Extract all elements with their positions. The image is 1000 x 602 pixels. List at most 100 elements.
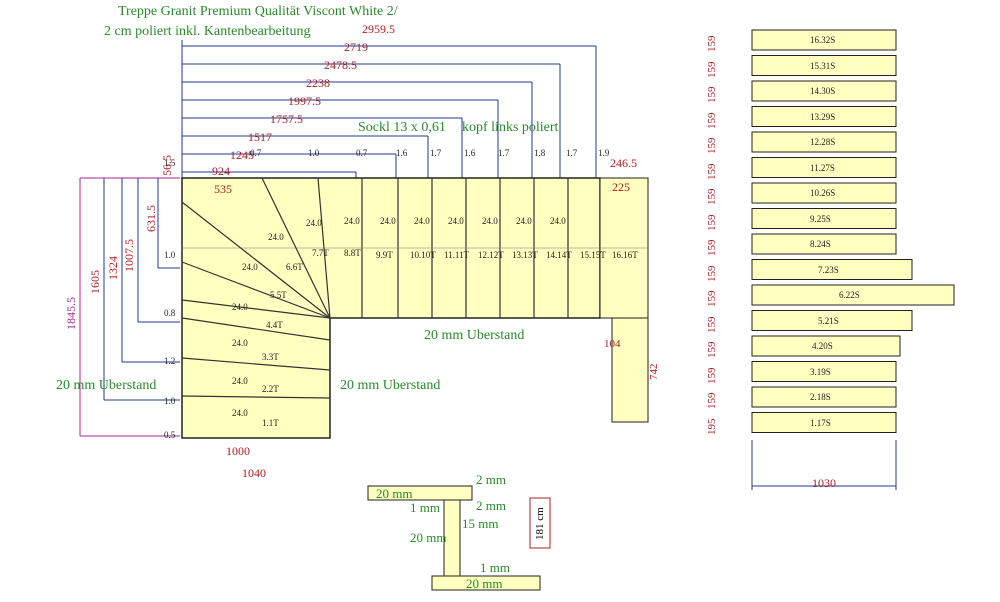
riser-label: 1.17S: [810, 417, 831, 428]
profile-web-width: 20 mm: [410, 530, 447, 545]
landing-stringer: [611, 317, 649, 423]
tread-label: 9.9T: [376, 250, 393, 260]
profile-total-height: 181 cm: [534, 507, 546, 540]
riser-block: [751, 131, 897, 153]
riser-height: 159: [706, 86, 718, 104]
riser-block: [751, 29, 897, 51]
riser-label: 8.24S: [810, 239, 831, 249]
top-dim-label: 2959.5: [362, 22, 395, 36]
riser-height: 159: [706, 392, 718, 410]
top-small-label: 1.8: [534, 148, 546, 158]
riser-label: 13.29S: [810, 111, 836, 122]
bottom-dim-1: 1000: [226, 444, 250, 458]
riser-label: 16.32S: [810, 35, 836, 45]
riser-height: 159: [706, 61, 718, 78]
riser-block: [751, 233, 897, 255]
sockel-note: Sockl 13 x 0,61: [358, 120, 446, 135]
top-dim-label: 1517: [248, 130, 272, 144]
left-dim-label: 1007.5: [122, 239, 136, 272]
step-label: 24.0: [232, 408, 248, 418]
riser-label: 2.18S: [810, 392, 831, 402]
left-small-label: 0.8: [164, 308, 176, 318]
tread-label: 16.16T: [612, 250, 638, 260]
profile-sketch: [367, 485, 541, 591]
riser-block: [751, 335, 901, 357]
kopf-note: kopf links poliert: [462, 120, 559, 135]
step-label: 24.0: [414, 216, 430, 226]
riser-block: [751, 259, 913, 280]
profile-bottom-width: 20 mm: [466, 576, 503, 591]
tread-label: 6.6T: [286, 262, 303, 272]
left-small-label: 1.0: [164, 396, 176, 406]
tread-label: 13.13T: [512, 250, 538, 260]
left-small-label: 1.0: [164, 250, 176, 260]
top-dim-label: 1757.5: [270, 112, 303, 126]
riser-label: 5.21S: [818, 315, 839, 326]
riser-blocks: [751, 29, 955, 433]
riser-height: 159: [706, 265, 718, 282]
riser-block: [751, 208, 897, 229]
profile-mid-gap: 1 mm: [410, 500, 440, 515]
right-dim-1: 246.5: [610, 156, 637, 170]
profile-mid-thickness: 2 mm: [476, 498, 506, 513]
riser-label: 12.28S: [810, 137, 836, 147]
step-label: 24.0: [448, 216, 464, 226]
riser-height: 159: [706, 112, 718, 129]
riser-label: 3.19S: [810, 366, 831, 377]
riser-label: 4.20S: [812, 341, 833, 351]
profile-height-box: [529, 497, 551, 549]
tread-lines: [181, 177, 648, 399]
riser-block: [751, 386, 897, 408]
right-dim-2: 225: [612, 180, 630, 194]
overhang-mid: 20 mm Uberstand: [340, 378, 441, 393]
left-dim-label: 631.5: [144, 205, 158, 232]
riser-height: 159: [706, 316, 718, 333]
tread-label: 2.2T: [262, 384, 279, 394]
riser-label: 14.30S: [810, 86, 836, 96]
riser-label: 6.22S: [839, 290, 860, 300]
riser-block: [751, 55, 897, 76]
step-label: 24.0: [232, 376, 248, 386]
left-dim-label: 1324: [106, 256, 120, 280]
riser-height: 159: [706, 137, 718, 155]
top-small-label: 1.0: [308, 148, 320, 158]
inner-dim-1: 104: [604, 338, 621, 350]
inner-dim-2: 742: [648, 363, 660, 381]
left-small-label: 1.5: [164, 158, 176, 168]
profile-web-height: 15 mm: [462, 516, 499, 531]
tread-label: 14.14T: [546, 250, 572, 260]
riser-height: 195: [706, 418, 718, 435]
tread-label: 11.11T: [444, 250, 470, 260]
step-label: 24.0: [268, 232, 284, 242]
step-label: 24.0: [232, 302, 248, 312]
riser-height: 159: [706, 188, 718, 206]
left-small-label: 1.2: [164, 356, 176, 366]
tread-label: 12.12T: [478, 250, 504, 260]
top-small-label: 1.9: [598, 148, 610, 158]
top-dim-label: 2719: [344, 40, 368, 54]
riser-block: [751, 412, 897, 433]
top-small-label: 1.7: [430, 148, 442, 158]
riser-label: 10.26S: [810, 188, 836, 198]
top-dim-label: 2238: [306, 76, 330, 90]
top-small-label: 0.7: [250, 148, 262, 158]
riser-label: 15.31S: [810, 60, 836, 71]
top-small-label: 1.7: [566, 148, 578, 158]
tread-label: 10.10T: [410, 250, 436, 260]
top-dim-label: 1997.5: [288, 94, 321, 108]
riser-label: 11.27S: [810, 162, 835, 173]
riser-height: 159: [706, 35, 718, 53]
step-label: 24.0: [482, 216, 498, 226]
tread-label: 8.8T: [344, 248, 361, 258]
step-label: 24.0: [344, 216, 360, 226]
riser-height: 159: [706, 290, 718, 308]
riser-block: [751, 361, 897, 382]
tread-label: 4.4T: [266, 320, 283, 330]
tread-label: 15.15T: [580, 250, 606, 260]
top-small-label: 1.7: [498, 148, 510, 158]
riser-block: [751, 106, 897, 127]
top-dim-label: 1245: [230, 148, 254, 162]
top-small-label: 1.6: [396, 148, 408, 158]
